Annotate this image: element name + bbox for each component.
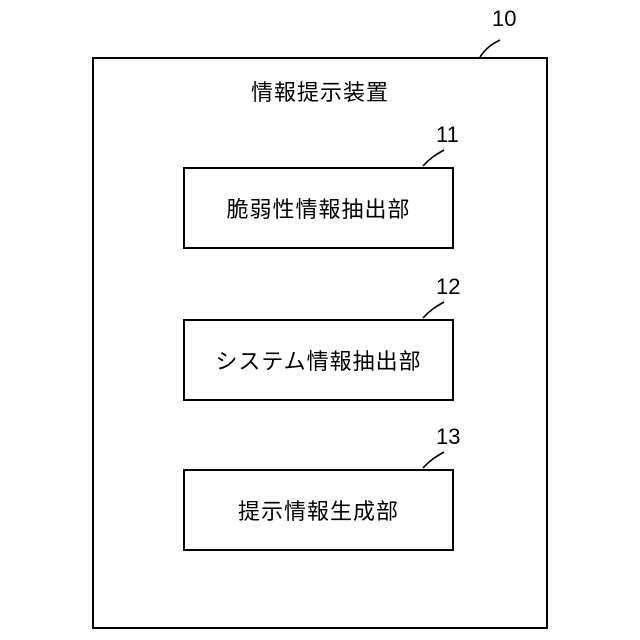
system-info-extraction-unit: システム情報抽出部 [183, 319, 454, 401]
leader-line-10 [480, 40, 500, 57]
block-label: 提示情報生成部 [238, 494, 399, 526]
device-title: 情報提示装置 [94, 75, 546, 107]
ref-numeral-11: 11 [436, 124, 459, 146]
ref-numeral-12: 12 [436, 276, 460, 298]
ref-numeral-10: 10 [492, 8, 516, 30]
ref-numeral-13: 13 [436, 426, 460, 448]
presentation-info-generation-unit: 提示情報生成部 [183, 469, 454, 551]
block-label: システム情報抽出部 [215, 344, 421, 376]
vulnerability-info-extraction-unit: 脆弱性情報抽出部 [183, 167, 454, 249]
block-label: 脆弱性情報抽出部 [226, 192, 410, 224]
